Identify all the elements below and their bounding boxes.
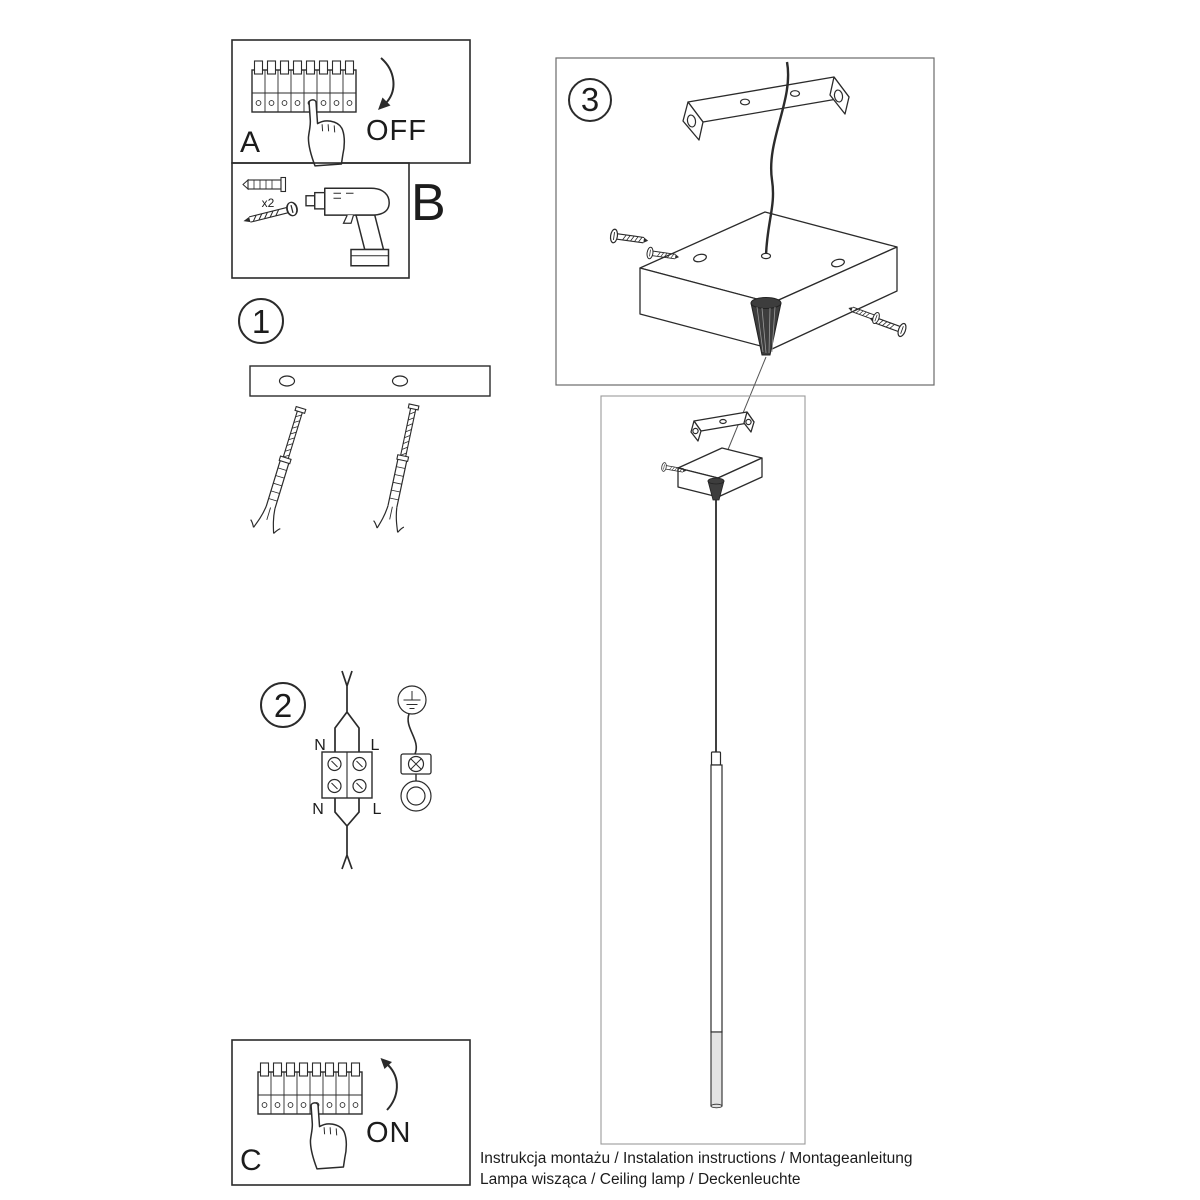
panel-c: C ON	[231, 1039, 471, 1186]
footer-line-1: Instrukcja montażu / Instalation instruc…	[480, 1150, 913, 1167]
switch-on-arrow-icon	[380, 1058, 398, 1111]
step-3: 3	[555, 57, 935, 386]
strain-relief-cone-icon	[750, 297, 782, 356]
wire-label-n-top: N	[314, 737, 326, 754]
assembled-lamp-frame	[600, 395, 806, 1145]
wall-plug-icon	[242, 176, 287, 193]
assembled-lamp-panel	[600, 395, 806, 1145]
wall-anchor-left-icon	[248, 402, 317, 536]
mounting-bar-drawing	[249, 365, 491, 397]
panel-b-label: B	[411, 174, 446, 232]
footer: Instrukcja montażu / Instalation instruc…	[480, 1150, 913, 1188]
lamp-wire-bottom-drawing	[334, 798, 360, 870]
panel-a-action: OFF	[366, 115, 427, 147]
footer-line-2: Lampa wisząca / Ceiling lamp / Deckenleu…	[480, 1171, 801, 1188]
panel-b: x2 B	[231, 162, 446, 279]
lamp-strain-relief-icon	[707, 477, 725, 501]
switch-off-arrow-icon	[378, 57, 395, 110]
earth-terminal-drawing	[400, 753, 432, 812]
panel-c-label: C	[240, 1144, 262, 1177]
panel-c-action: ON	[366, 1117, 412, 1149]
panel-a: A OFF	[231, 39, 471, 167]
earth-symbol-icon	[397, 685, 427, 715]
canopy-screw-left-1-icon	[609, 228, 650, 249]
leader-line	[726, 356, 767, 453]
wall-anchor-right-icon	[371, 401, 430, 535]
wire-label-l-top: L	[371, 737, 380, 754]
terminal-block-drawing	[321, 751, 373, 799]
earth-wire-drawing	[407, 713, 418, 755]
circuit-breaker-icon	[257, 1062, 363, 1115]
wire-label-l-bottom: L	[373, 801, 382, 818]
step-3-circle	[568, 78, 612, 122]
lamp-strap-bracket-drawing	[690, 411, 755, 442]
circuit-breaker-icon	[251, 60, 357, 113]
step-2: 2 N L N L	[260, 670, 432, 870]
ceiling-cable-drawing	[760, 61, 790, 260]
mains-wire-top-drawing	[334, 670, 360, 752]
step-1: 1	[238, 298, 491, 536]
step-2-number: 2	[274, 687, 292, 724]
drill-icon	[305, 187, 390, 267]
panel-a-label: A	[240, 126, 260, 159]
pendant-tube-drawing	[710, 751, 723, 1109]
lamp-canopy-drawing	[677, 447, 763, 498]
quantity-label: x2	[262, 196, 275, 210]
step-1-number: 1	[252, 303, 270, 340]
wire-label-n-bottom: N	[312, 801, 324, 818]
step-1-circle	[238, 298, 284, 344]
step-2-circle	[260, 682, 306, 728]
ceiling-strap-bracket-drawing	[682, 76, 850, 141]
panel-b-frame	[231, 162, 410, 279]
step-3-number: 3	[581, 81, 599, 118]
step-3-frame	[555, 57, 935, 386]
panel-c-frame	[231, 1039, 471, 1186]
